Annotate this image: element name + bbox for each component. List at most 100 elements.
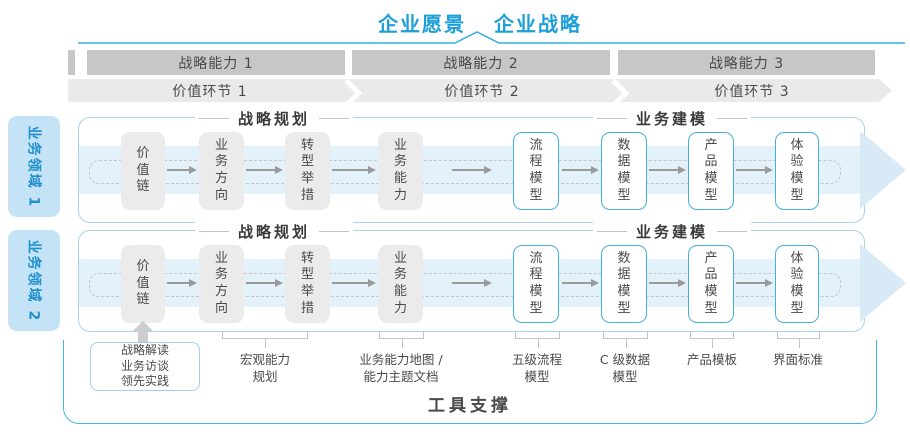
chevron-right-icon: [334, 79, 362, 107]
box-experience-model: 体验模型: [775, 245, 819, 323]
box-business-capability: 业务能力: [378, 245, 423, 323]
capability-bar-label: 战略能力 2: [443, 55, 519, 72]
arrow-right-icon: [332, 165, 376, 175]
bracket-connector: [515, 331, 560, 348]
note-line: 业务能力地图 /: [359, 352, 443, 367]
note-capability-map: 业务能力地图 / 能力主题文档: [359, 352, 442, 386]
box-label: 转型举措: [300, 250, 314, 316]
box-label: 数据模型: [617, 137, 631, 203]
box-label: 业务方向: [214, 137, 228, 203]
capability-bar-label: 战略能力 3: [708, 55, 785, 72]
arrow-right-icon: [452, 278, 492, 288]
box-label: 体验模型: [790, 137, 804, 203]
note-line: 能力主题文档: [363, 368, 439, 384]
box-label: 数据模型: [617, 250, 631, 316]
arrow-right-icon: [167, 278, 197, 288]
header-line: [198, 230, 229, 232]
vision-caret-line: [78, 31, 905, 44]
box-label: 流程模型: [529, 137, 543, 203]
arrow-up-shaft: [138, 331, 148, 342]
arrow-right-icon: [649, 278, 686, 288]
arrow-right-icon: [452, 165, 492, 175]
box-label: 业务能力: [393, 137, 407, 203]
note-strategy-inputs: 战略解读 业务访谈 领先实践: [90, 342, 200, 391]
box-label: 转型举措: [300, 137, 314, 203]
note-line: 模型: [612, 368, 638, 384]
box-experience-model: 体验模型: [775, 132, 819, 210]
box-label: 价值链: [136, 259, 150, 308]
header-line: [319, 117, 350, 119]
domain-label: 业务领域 2: [25, 239, 41, 322]
bracket-connector: [379, 331, 424, 348]
modeling-header-label: 业务建模: [635, 222, 709, 241]
arrow-right-icon: [736, 165, 773, 175]
arrow-right-icon: [562, 165, 599, 175]
bracket-connector: [603, 331, 648, 348]
bracket-connector: [222, 331, 308, 348]
domain-row-2: 战略规划 业务建模 价值链 业务方向 转型举措 业务能力 流程模型 数据模型 产…: [78, 220, 906, 332]
bracket-connector: [690, 331, 734, 348]
box-label: 体验模型: [790, 250, 804, 316]
planning-header-label: 战略规划: [237, 109, 311, 128]
planning-header: 战略规划: [194, 107, 354, 129]
box-label: 流程模型: [529, 250, 543, 316]
note-product-template: 产品模板: [687, 352, 737, 369]
top-title: 企业愿景 企业战略: [50, 8, 910, 37]
planning-header-label: 战略规划: [237, 222, 311, 241]
box-label: 产品模型: [704, 250, 718, 316]
capability-bar-label: 战略能力 1: [178, 55, 254, 72]
capability-bar-1: 战略能力 1: [87, 50, 345, 75]
arrow-right-icon: [562, 278, 599, 288]
value-link-label-1: 价值环节 1: [172, 84, 248, 100]
header-line: [319, 230, 350, 232]
box-transformation-initiatives: 转型举措: [285, 245, 330, 323]
note-data-model: C 级数据 模型: [600, 352, 650, 386]
box-value-chain: 价值链: [121, 132, 165, 210]
domain-label: 业务领域 1: [25, 125, 41, 208]
note-process-model: 五级流程 模型: [512, 352, 562, 386]
box-business-direction: 业务方向: [199, 132, 244, 210]
capability-bar-3: 战略能力 3: [618, 50, 875, 75]
tool-support-container: 工具支撑: [63, 340, 877, 424]
arrow-right-icon: [246, 165, 283, 175]
box-product-model: 产品模型: [688, 132, 734, 210]
note-macro-capability-planning: 宏观能力 规划: [240, 352, 290, 386]
value-link-label-2: 价值环节 2: [444, 84, 520, 100]
box-business-direction: 业务方向: [199, 245, 244, 323]
capability-bar-2: 战略能力 2: [352, 50, 610, 75]
domain-tag-1: 业务领域 1: [8, 116, 60, 217]
dashed-track: [89, 160, 841, 184]
domain-row-1: 战略规划 业务建模 价值链 业务方向 转型举措 业务能力 流程模型 数据模型 产…: [78, 107, 906, 223]
strategy-title: 企业战略: [494, 12, 582, 36]
note-line: 界面标准: [772, 352, 824, 367]
note-line: 宏观能力: [239, 352, 291, 367]
arrow-up-icon: [133, 321, 153, 331]
note-line: 业务访谈: [120, 358, 169, 373]
value-link-band: [68, 79, 892, 102]
header-line: [717, 230, 748, 232]
box-data-model: 数据模型: [601, 132, 647, 210]
box-data-model: 数据模型: [601, 245, 647, 323]
header-line: [198, 117, 229, 119]
header-line: [717, 117, 748, 119]
note-line: C 级数据: [599, 352, 651, 367]
note-line: 规划: [252, 368, 278, 384]
header-line: [596, 117, 627, 119]
value-link-label-3: 价值环节 3: [714, 84, 790, 100]
flow-arrowhead-icon: [860, 244, 906, 322]
domain-tag-2: 业务领域 2: [8, 230, 60, 331]
dashed-track: [89, 273, 841, 297]
note-line: 五级流程: [511, 352, 563, 367]
box-label: 产品模型: [704, 137, 718, 203]
planning-header: 战略规划: [194, 220, 354, 242]
flow-arrowhead-icon: [860, 131, 906, 209]
box-transformation-initiatives: 转型举措: [285, 132, 330, 210]
arrow-right-icon: [736, 278, 773, 288]
arrow-right-icon: [246, 278, 283, 288]
tool-support-label: 工具支撑: [428, 396, 512, 416]
note-line: 模型: [524, 368, 550, 384]
header-line: [596, 230, 627, 232]
box-label: 业务能力: [393, 250, 407, 316]
box-label: 价值链: [136, 146, 150, 195]
